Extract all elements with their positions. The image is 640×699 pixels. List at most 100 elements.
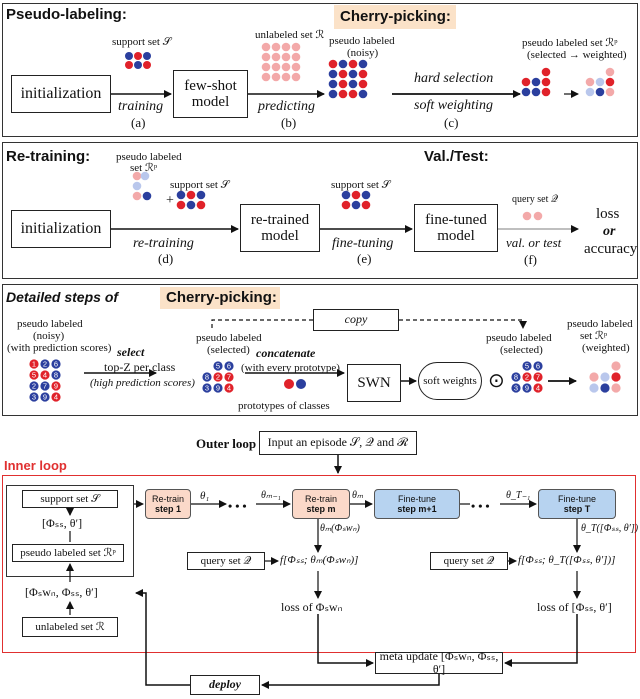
selected-dot — [522, 372, 532, 382]
select-label: select — [117, 345, 145, 359]
selected-dot — [511, 383, 521, 393]
unlabeled-dot — [291, 42, 301, 52]
pseudo-set-dot — [142, 191, 152, 201]
selected-dot — [541, 67, 551, 77]
step-e-label: (e) — [357, 251, 372, 266]
score-number: 8 — [514, 373, 518, 382]
theta-T1-label: θ_T₋₁ — [506, 490, 531, 501]
top-z-label: top-Z per class — [104, 360, 176, 374]
selected-dot — [511, 372, 521, 382]
fine-tuning-label: fine-tuning — [332, 236, 394, 251]
soft-weights-text: soft weights — [423, 374, 477, 387]
support-set-dot — [351, 200, 361, 210]
unlabeled-dot — [271, 42, 281, 52]
unlabeled-dot — [291, 72, 301, 82]
pseudo-noisy-dot — [338, 79, 348, 89]
support-set-dot — [196, 200, 206, 210]
meta-update-box: meta update [Φₛwₙ, Φₛₛ, θ′] — [375, 648, 503, 676]
weighted-dot — [595, 77, 605, 87]
retrained-model-box: re-trained model — [240, 204, 320, 252]
pseudo-noisy-dot — [338, 59, 348, 69]
theta-T-phi-label: θ_T([Φₛₛ, θ′]) — [581, 523, 639, 534]
phi-swn-label: [Φₛwₙ, Φₛₛ, θ′] — [25, 585, 98, 599]
prototype-dot — [296, 379, 306, 389]
selected-dot — [202, 383, 212, 393]
weighted-dot — [611, 372, 621, 382]
deploy-box: deploy — [190, 675, 260, 695]
score-number: 9 — [43, 393, 47, 402]
finetune-step-T-num: step T — [563, 504, 591, 514]
theta-m-label: θₘ — [352, 490, 364, 501]
weighted-dot — [605, 77, 615, 87]
finetune-step-m1-label: Fine-tune — [397, 493, 437, 504]
initialization-box: initialization — [11, 75, 111, 113]
finetune-step-m1: Fine-tune step m+1 — [374, 489, 460, 519]
weighted-dot — [611, 383, 621, 393]
scored-dot — [51, 392, 61, 402]
soft-weights-box: soft weights — [418, 362, 482, 400]
unlabeled-dot — [271, 62, 281, 72]
scored-dot — [51, 381, 61, 391]
selected-dot — [202, 372, 212, 382]
f-expression-2: f[Φₛₛ; θ_T([Φₛₛ, θ′])] — [518, 554, 616, 566]
score-number: 6 — [536, 362, 540, 371]
pseudo-noisy-dot — [348, 69, 358, 79]
unlabeled-dot — [271, 52, 281, 62]
support-set-label: support set 𝒮 — [112, 36, 172, 48]
unlabeled-dot — [281, 72, 291, 82]
loss-label: loss — [596, 206, 620, 222]
cherry-picking-label-2: Cherry-picking: — [166, 289, 277, 306]
unlabeled-set-box: unlabeled set ℛ — [22, 617, 118, 637]
weighted-dot — [600, 372, 610, 382]
pseudo-set-label: pseudo labeled — [116, 151, 182, 163]
support-set-dot — [143, 52, 151, 60]
support-set-dot — [196, 190, 206, 200]
high-scores-label: (high prediction scores) — [90, 377, 195, 389]
selected-dot — [213, 372, 223, 382]
selected-weighted-label: (selected → weighted) — [527, 49, 627, 61]
pseudo-noisy-dot — [338, 69, 348, 79]
score-number: 3 — [32, 393, 36, 402]
selected-dot — [541, 87, 551, 97]
meta-update-text: meta update [Φₛwₙ, Φₛₛ, θ′] — [379, 648, 499, 676]
cherry-picking-label: Cherry-picking: — [340, 8, 451, 25]
pseudo-noisy-dot — [328, 79, 338, 89]
section-title: Pseudo-labeling: — [6, 6, 127, 23]
pseudo-noisy-dot — [348, 59, 358, 69]
unlabeled-dot — [261, 72, 271, 82]
score-number: 1 — [32, 360, 36, 369]
soft-weighting-label: soft weighting — [414, 98, 493, 113]
score-number: 5 — [32, 371, 36, 380]
support-set-dot — [186, 190, 196, 200]
support-set-dot — [176, 190, 186, 200]
selected-label: (selected) — [207, 344, 250, 356]
theta1-label: θ₁ — [200, 490, 210, 502]
prototype-dot — [284, 379, 294, 389]
inner-loop-frame — [2, 475, 636, 653]
unlabeled-dot — [281, 42, 291, 52]
selected-dot — [533, 361, 543, 371]
selected-label-2: (selected) — [500, 344, 543, 356]
initialization-box-2: initialization — [11, 210, 111, 248]
re-training-label: re-training — [133, 236, 194, 251]
finetune-step-m1-num: step m+1 — [397, 504, 437, 514]
unlabeled-dot — [291, 62, 301, 72]
scored-dot — [29, 370, 39, 380]
pseudo-set-box: pseudo labeled set ℛᵖ — [12, 544, 124, 562]
selected-dot — [213, 383, 223, 393]
noisy-label-3: (noisy) — [33, 330, 65, 342]
pseudo-labeled-label-3: pseudo labeled — [17, 318, 83, 330]
score-number: 2 — [216, 373, 220, 382]
support-set-box: support set 𝒮 — [22, 490, 118, 508]
scored-dot — [29, 381, 39, 391]
score-number: 4 — [54, 393, 58, 402]
pseudo-noisy-dot — [358, 89, 368, 99]
support-set-dot — [186, 200, 196, 210]
noisy-label: (noisy) — [347, 47, 379, 59]
finetuned-model-box: fine-tuned model — [414, 204, 498, 252]
dots-1: • • • — [228, 499, 247, 513]
hard-selection-label: hard selection — [414, 71, 494, 86]
pseudo-noisy-dot — [348, 79, 358, 89]
few-shot-model-box: few-shot model — [173, 70, 248, 118]
